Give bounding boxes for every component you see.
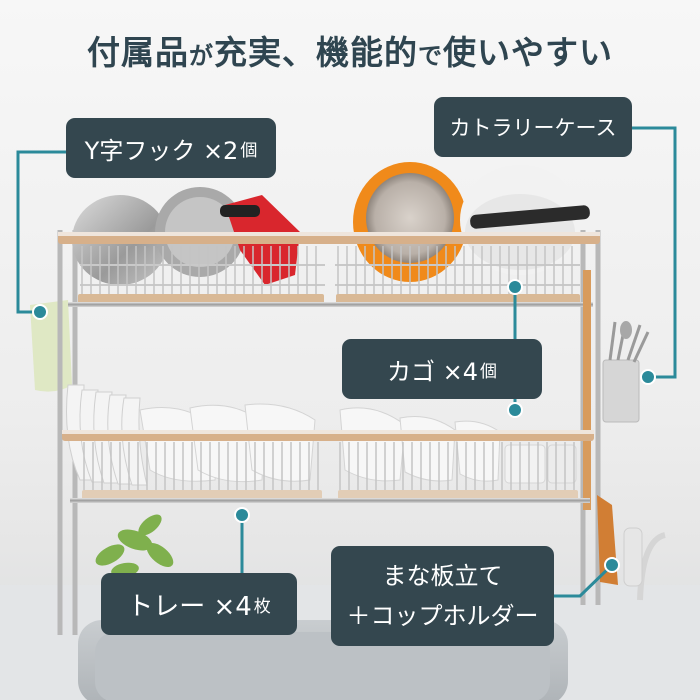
headline-part: 使いやすい [443, 33, 613, 72]
basket-label: カゴ ×4 [386, 357, 478, 386]
cutlery-case-label: カトラリーケース [449, 116, 617, 140]
headline-part: 充実、機能的 [214, 33, 418, 72]
headline-part: が [189, 42, 214, 70]
board-stand-line1: まな板立て [382, 562, 503, 590]
headline-part: で [418, 42, 443, 70]
hook-label: Y字フック ×2 [84, 136, 239, 165]
tray-label: トレー ×4 [127, 591, 252, 622]
bowls [139, 403, 501, 483]
cutlery-case-callout: カトラリーケース [434, 97, 632, 157]
headline-part: 付属品 [87, 33, 189, 72]
hook-unit: 個 [240, 140, 258, 161]
board-stand-line2: ＋コップホルダー [346, 602, 539, 630]
board-stand-callout: まな板立て ＋コップホルダー [331, 546, 554, 646]
plant [95, 514, 174, 578]
basket-unit: 個 [480, 361, 497, 382]
tray-unit: 枚 [253, 596, 271, 617]
page-headline: 付属品が充実、機能的で使いやすい [0, 26, 700, 74]
